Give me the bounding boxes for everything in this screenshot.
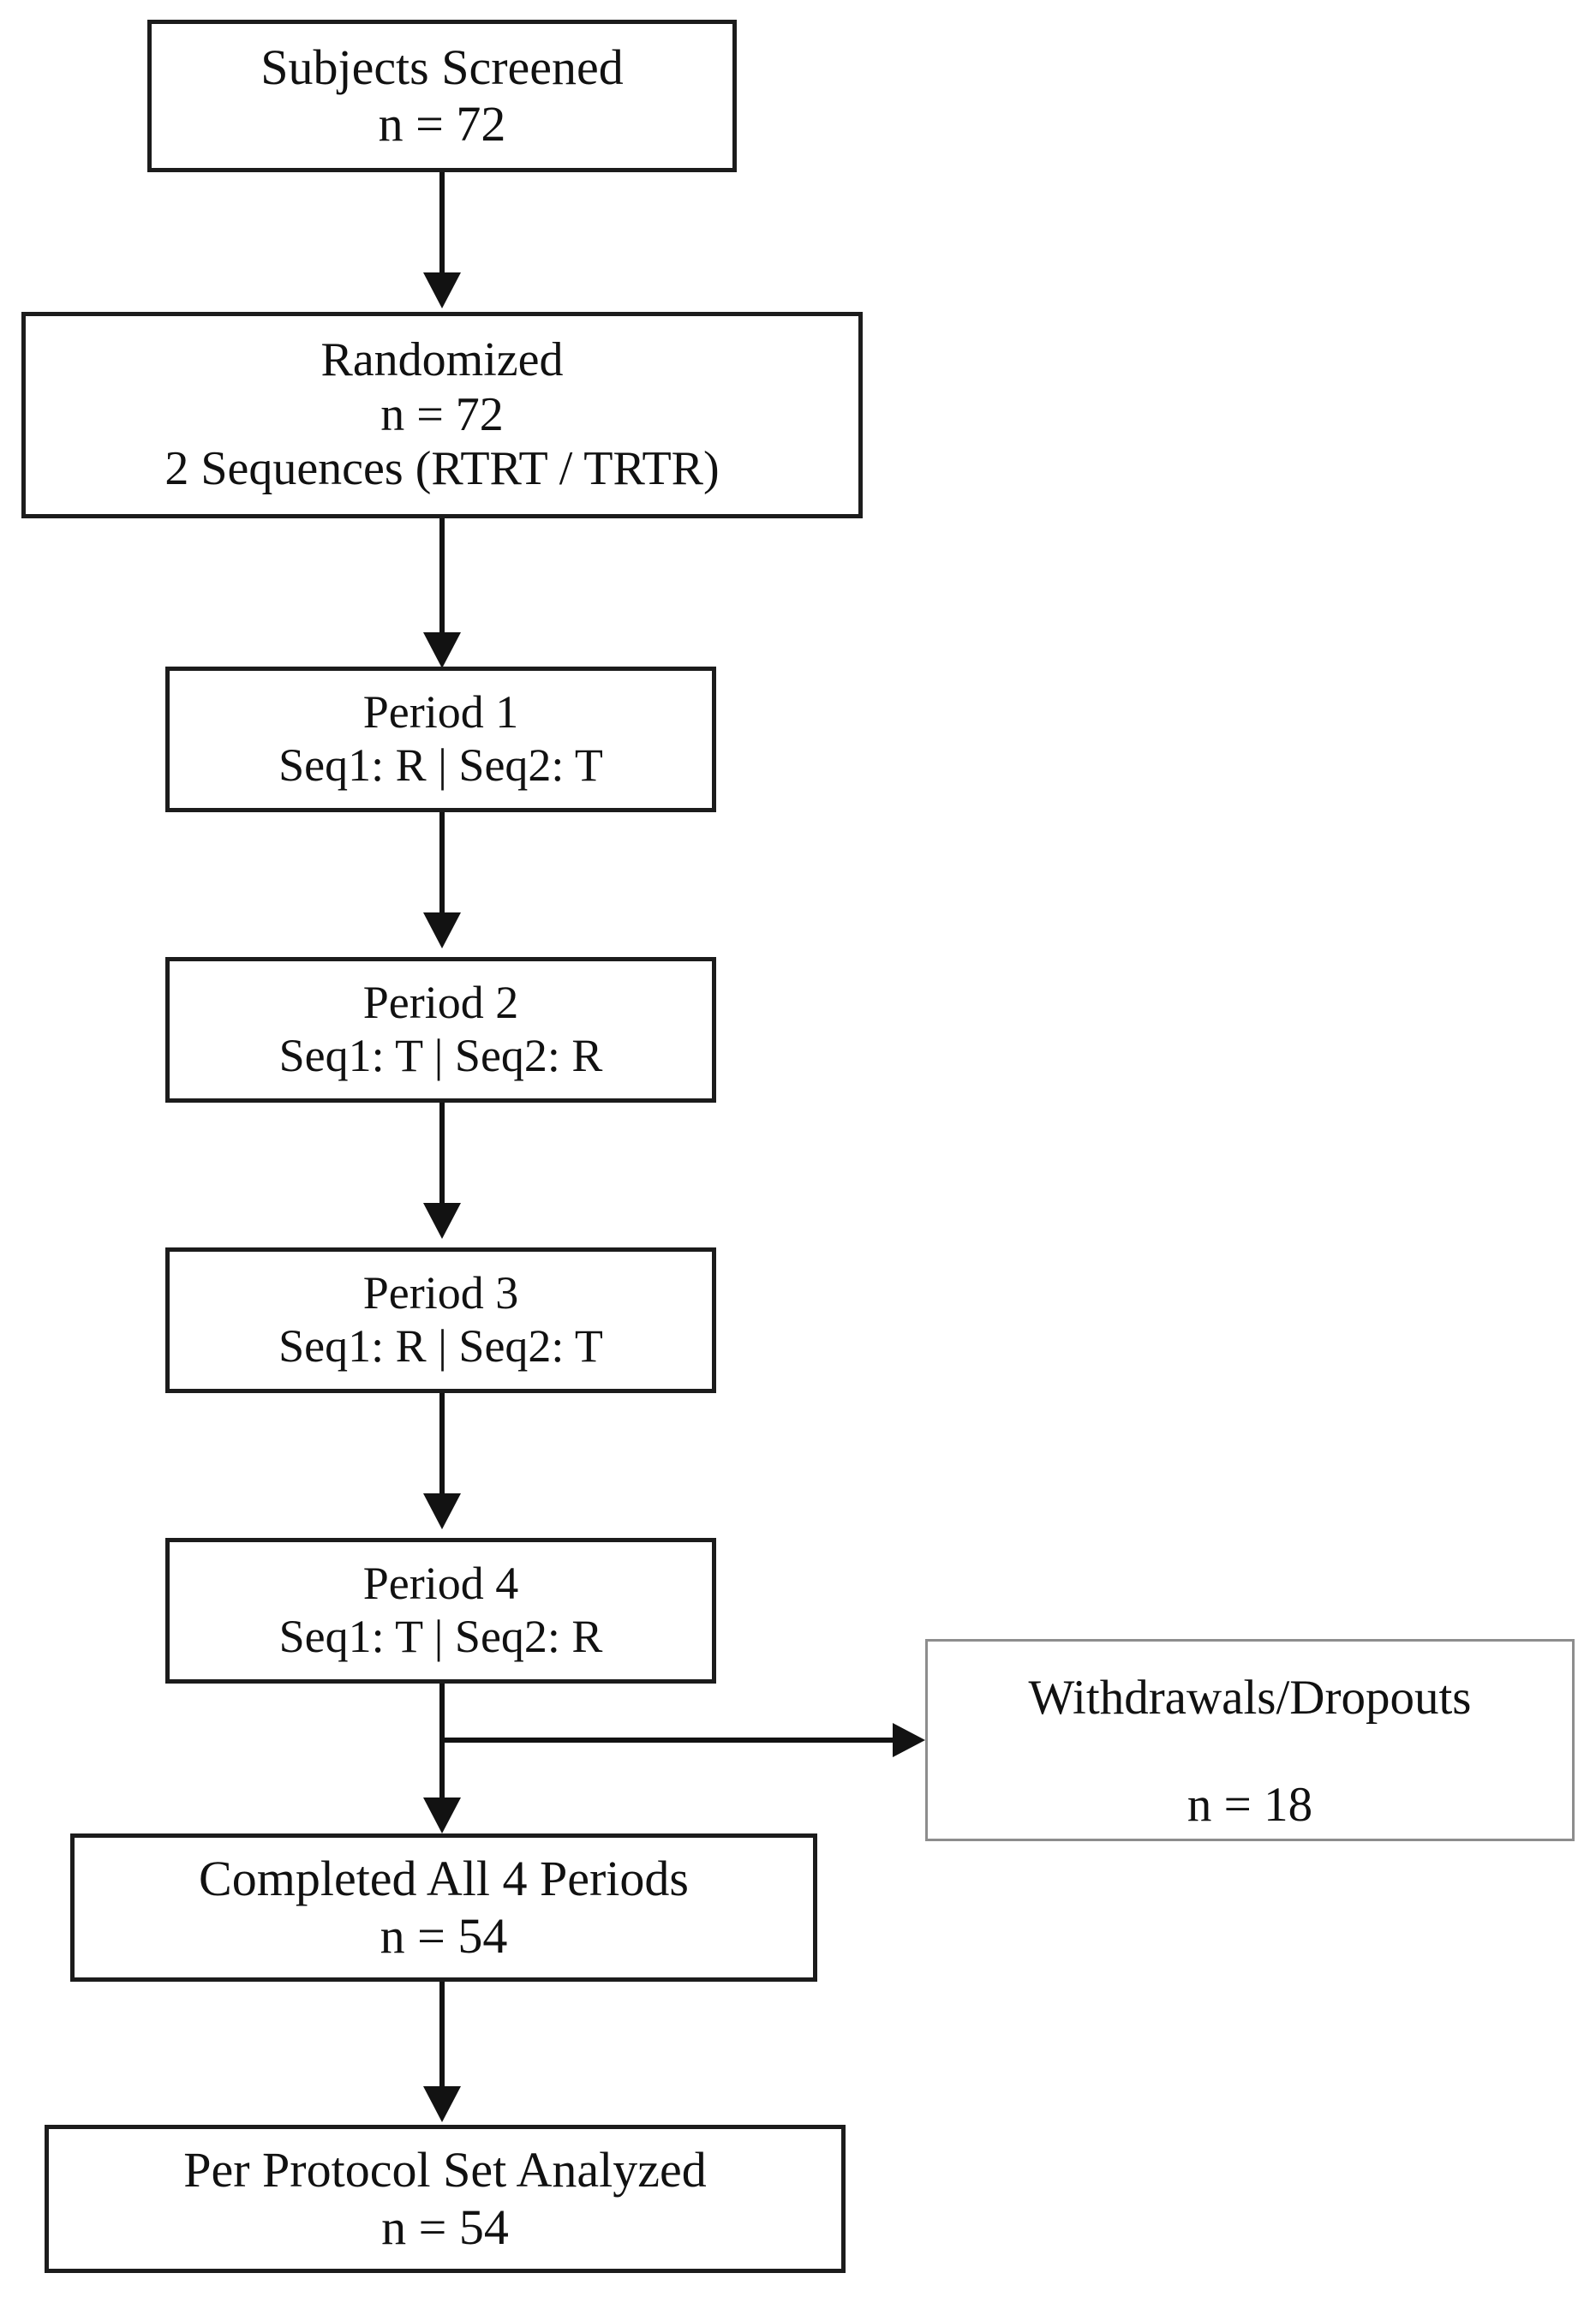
node-period-3-line-2: Seq1: R | Seq2: T — [278, 1320, 603, 1372]
node-period-1: Period 1 Seq1: R | Seq2: T — [165, 667, 716, 812]
node-per-protocol-set-analyzed: Per Protocol Set Analyzed n = 54 — [45, 2125, 846, 2273]
connector-period3-to-period4-line — [439, 1393, 445, 1496]
connector-screened-to-randomized-arrowhead — [423, 272, 461, 308]
node-withdrawals-dropouts-line-1: Withdrawals/Dropouts — [1028, 1671, 1472, 1725]
node-period-3: Period 3 Seq1: R | Seq2: T — [165, 1247, 716, 1393]
connector-period4-to-withdrawals-arrowhead — [893, 1723, 925, 1757]
node-period-2-line-2: Seq1: T | Seq2: R — [278, 1030, 603, 1081]
node-period-1-line-2: Seq1: R | Seq2: T — [278, 739, 603, 791]
connector-randomized-to-period1-arrowhead — [423, 632, 461, 668]
node-period-4-line-1: Period 4 — [362, 1558, 519, 1610]
node-per-protocol-set-analyzed-line-1: Per Protocol Set Analyzed — [183, 2142, 707, 2198]
connector-period2-to-period3-arrowhead — [423, 1203, 461, 1239]
node-per-protocol-set-analyzed-line-2: n = 54 — [381, 2198, 509, 2255]
connector-period3-to-period4-arrowhead — [423, 1493, 461, 1529]
node-subjects-screened: Subjects Screened n = 72 — [147, 20, 737, 172]
node-withdrawals-dropouts: Withdrawals/Dropouts n = 18 — [925, 1639, 1575, 1841]
node-period-3-line-1: Period 3 — [362, 1267, 519, 1319]
node-completed-all-periods: Completed All 4 Periods n = 54 — [70, 1833, 817, 1982]
node-withdrawals-dropouts-line-2: n = 18 — [1187, 1777, 1313, 1832]
node-subjects-screened-line-1: Subjects Screened — [260, 39, 624, 95]
node-completed-all-periods-line-1: Completed All 4 Periods — [199, 1851, 689, 1907]
node-subjects-screened-line-2: n = 72 — [378, 96, 506, 152]
connector-period4-to-completed-arrowhead — [423, 1798, 461, 1833]
node-randomized-line-3: 2 Sequences (RTRT / TRTR) — [164, 442, 720, 496]
connector-period1-to-period2-line — [439, 812, 445, 915]
node-period-4: Period 4 Seq1: T | Seq2: R — [165, 1538, 716, 1684]
node-period-2-line-1: Period 2 — [362, 977, 519, 1029]
node-period-1-line-1: Period 1 — [362, 686, 519, 739]
connector-completed-to-perprotocol-arrowhead — [423, 2086, 461, 2122]
node-completed-all-periods-line-2: n = 54 — [380, 1907, 508, 1964]
connector-randomized-to-period1-line — [439, 518, 445, 635]
node-randomized-line-2: n = 72 — [380, 387, 504, 441]
connector-period2-to-period3-line — [439, 1103, 445, 1205]
node-randomized: Randomized n = 72 2 Sequences (RTRT / TR… — [21, 312, 863, 518]
node-randomized-line-1: Randomized — [320, 332, 564, 386]
connector-screened-to-randomized-line — [439, 172, 445, 275]
connector-completed-to-perprotocol-line — [439, 1982, 445, 2089]
connector-period1-to-period2-arrowhead — [423, 912, 461, 948]
connector-period4-to-withdrawals-line — [439, 1738, 894, 1743]
node-period-4-line-2: Seq1: T | Seq2: R — [278, 1611, 603, 1662]
node-period-2: Period 2 Seq1: T | Seq2: R — [165, 957, 716, 1103]
